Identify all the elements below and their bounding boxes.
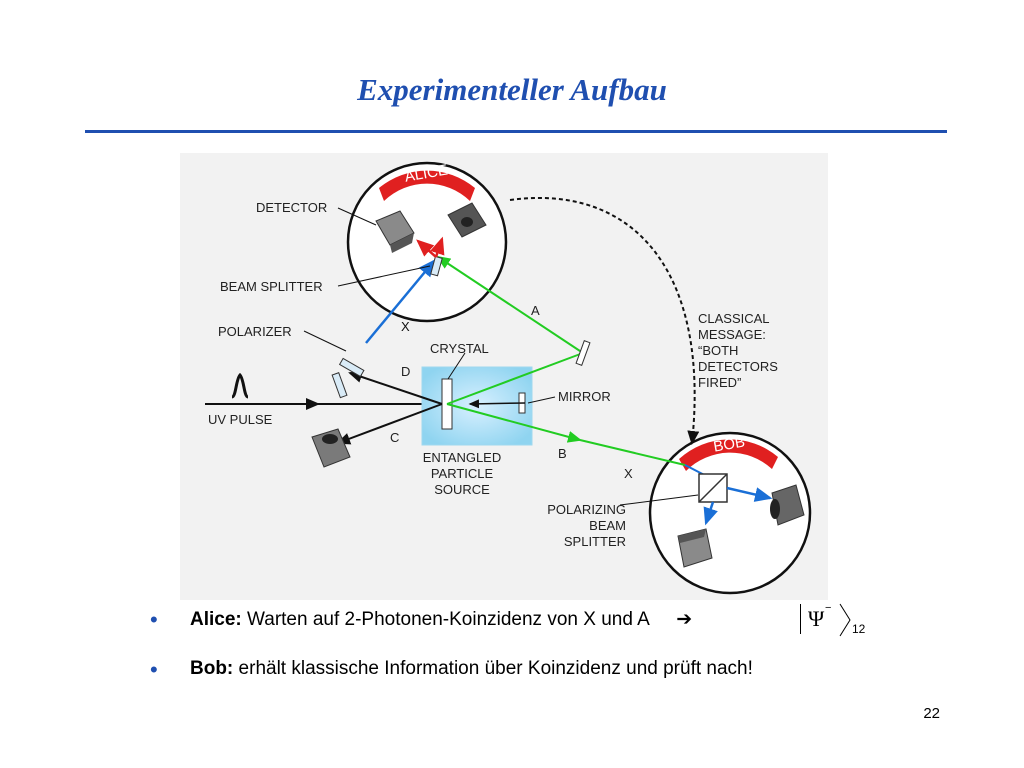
bob-label: BOB bbox=[712, 433, 746, 455]
bob-banner bbox=[679, 439, 778, 471]
alice-beam-splitter bbox=[430, 255, 443, 277]
red-arrow-right bbox=[430, 236, 445, 258]
bob-detector-down bbox=[677, 528, 713, 568]
bullet-bob-label: Bob: bbox=[190, 658, 234, 679]
bullet-bob-text: erhält klassische Information über Koinz… bbox=[233, 658, 753, 679]
bob-beam-down bbox=[703, 501, 718, 526]
ket-superscript: − bbox=[825, 602, 832, 614]
alice-banner bbox=[379, 170, 475, 201]
leader-beam-splitter bbox=[337, 265, 431, 287]
bullet-text: Alice: Warten auf 2-Photonen-Koinzidenz … bbox=[190, 608, 692, 631]
label-c: C bbox=[390, 430, 399, 445]
label-polarizer: POLARIZER bbox=[218, 324, 292, 339]
label-detector: DETECTOR bbox=[256, 200, 327, 215]
leader-detector bbox=[337, 207, 377, 226]
label-x-alice: X bbox=[401, 319, 410, 334]
bob-beam-right bbox=[726, 486, 773, 502]
green-beam-b bbox=[446, 403, 582, 443]
leader-polarizer bbox=[303, 330, 347, 352]
svg-text:POLARIZING: POLARIZING bbox=[547, 502, 626, 517]
alice-detector-left bbox=[375, 210, 415, 253]
page-number: 22 bbox=[923, 705, 940, 722]
bob-polarizing-beam-splitter bbox=[698, 473, 728, 503]
svg-text:PARTICLE: PARTICLE bbox=[431, 466, 494, 481]
bullet-text: Bob: erhält klassische Information über … bbox=[190, 658, 753, 680]
label-mirror: MIRROR bbox=[558, 389, 611, 404]
ket-psi: Ψ bbox=[808, 606, 825, 631]
leader-crystal bbox=[447, 352, 466, 380]
alice-station bbox=[346, 161, 508, 323]
mirror-return-arrow bbox=[468, 399, 526, 409]
outer-mirror bbox=[575, 340, 591, 366]
uv-pulse-shape bbox=[231, 372, 249, 399]
classical-message-arrow bbox=[509, 197, 700, 445]
svg-text:ENTANGLED: ENTANGLED bbox=[423, 450, 502, 465]
ket-subscript: 12 bbox=[852, 622, 866, 636]
ket-angle-bracket bbox=[839, 603, 851, 637]
bob-detector-right bbox=[770, 484, 805, 526]
label-d: D bbox=[401, 364, 410, 379]
bullet-dot: • bbox=[150, 657, 158, 682]
blue-beam-x-alice bbox=[365, 259, 436, 344]
green-beam-up bbox=[446, 352, 584, 405]
label-uv-pulse: UV PULSE bbox=[208, 412, 273, 427]
label-b: B bbox=[558, 446, 567, 461]
polarizer-1 bbox=[338, 357, 365, 378]
title-divider bbox=[85, 130, 947, 133]
label-beam-splitter: BEAM SPLITTER bbox=[220, 279, 323, 294]
label-x-bob: X bbox=[624, 466, 633, 481]
leader-pbs bbox=[619, 494, 699, 506]
label-crystal: CRYSTAL bbox=[430, 341, 489, 356]
svg-text:SOURCE: SOURCE bbox=[434, 482, 490, 497]
arrow-icon: ➔ bbox=[676, 609, 693, 630]
label-a: A bbox=[531, 303, 540, 318]
bullet-dot: • bbox=[150, 607, 158, 632]
label-classical-message: CLASSICAL MESSAGE: “BOTH DETECTORS FIRED… bbox=[698, 311, 778, 390]
green-beam-b-2 bbox=[579, 439, 686, 466]
beam-d bbox=[348, 371, 443, 405]
diagram-svg: ALICE BOB bbox=[205, 161, 812, 595]
svg-text:CLASSICAL: CLASSICAL bbox=[698, 311, 770, 326]
ket-psi-minus: Ψ − 12 bbox=[800, 602, 880, 642]
svg-text:DETECTORS: DETECTORS bbox=[698, 359, 778, 374]
leader-mirror bbox=[527, 396, 556, 404]
slide-title: Experimenteller Aufbau bbox=[357, 72, 667, 107]
svg-text:“BOTH: “BOTH bbox=[698, 343, 738, 358]
svg-text:BEAM: BEAM bbox=[589, 518, 626, 533]
label-entangled-source: ENTANGLED PARTICLE SOURCE bbox=[423, 450, 502, 497]
bullet-alice-text: Warten auf 2-Photonen-Koinzidenz von X u… bbox=[241, 609, 650, 630]
bullet-alice-label: Alice: bbox=[190, 609, 242, 630]
svg-text:MESSAGE:: MESSAGE: bbox=[698, 327, 766, 342]
svg-text:FIRED”: FIRED” bbox=[698, 375, 741, 390]
experiment-diagram: ALICE BOB bbox=[180, 153, 828, 600]
label-polarizing-beam-splitter: POLARIZING BEAM SPLITTER bbox=[547, 502, 626, 549]
green-beam-a bbox=[436, 255, 584, 354]
beam-c bbox=[336, 403, 443, 445]
svg-text:SPLITTER: SPLITTER bbox=[564, 534, 626, 549]
detector-c bbox=[311, 428, 351, 468]
ket-bar bbox=[800, 604, 801, 634]
alice-detector-right bbox=[447, 202, 487, 238]
polarizer-2 bbox=[331, 372, 348, 399]
